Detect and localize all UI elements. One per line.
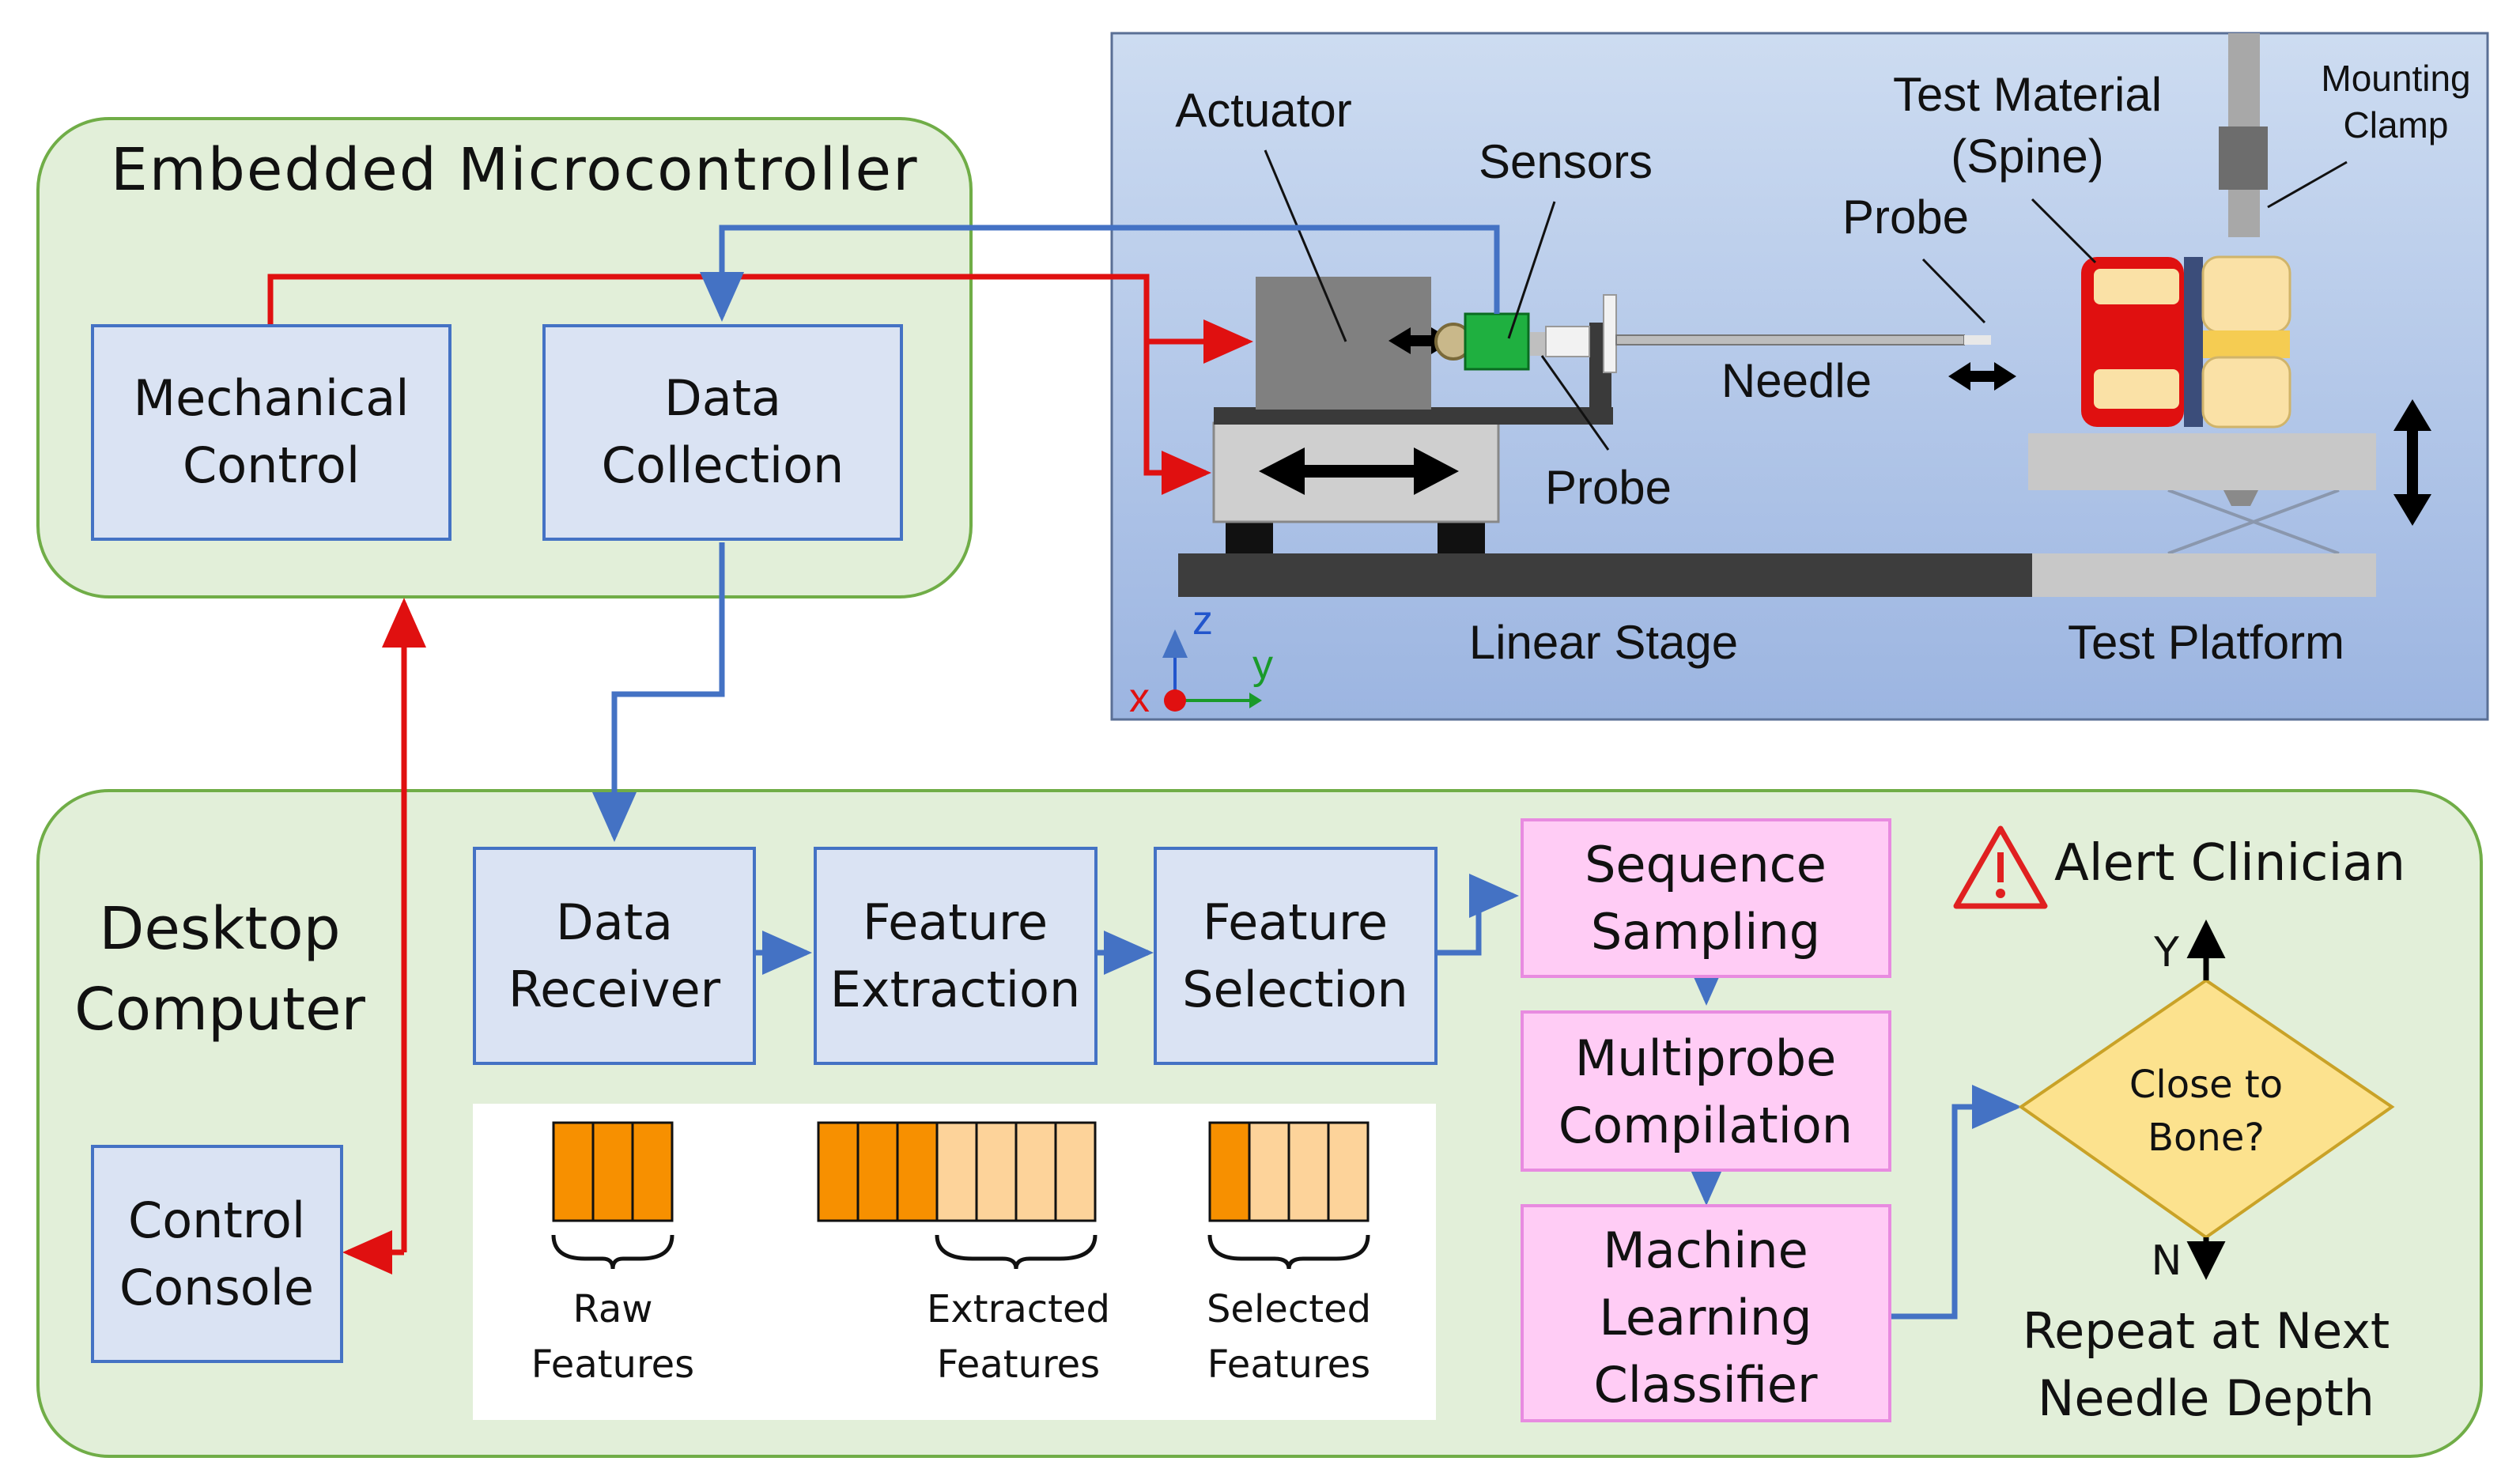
horizontal-motion-arrow: [1259, 447, 1459, 495]
feature-selection-line2: Selection: [1182, 961, 1408, 1018]
label-test-platform: Test Platform: [2068, 616, 2344, 669]
mounting-clamp-rod: [2228, 33, 2260, 128]
extracted-brace: [935, 1234, 1098, 1270]
mounting-clamp-block: [2219, 126, 2268, 190]
sensor-block: [1464, 312, 1530, 371]
desktop-title-line1: Desktop: [99, 895, 340, 963]
selected-label-1: Selected: [1207, 1287, 1371, 1331]
label-mounting-clamp-2: Clamp: [2344, 104, 2449, 145]
leader-lines: [1264, 149, 2348, 451]
repeat-line2: Needle Depth: [2038, 1369, 2375, 1427]
yes-label: Y: [2153, 929, 2179, 976]
feature-extraction-line2: Extraction: [830, 961, 1081, 1018]
label-mounting-clamp-1: Mounting: [2321, 58, 2470, 99]
label-sensors: Sensors: [1479, 135, 1653, 188]
axis-label-y: y: [1252, 642, 1273, 688]
feature-selection-line1: Feature: [1203, 893, 1388, 951]
multiprobe-compilation-box: Multiprobe Compilation: [1521, 1010, 1891, 1172]
extracted-label-1: Extracted: [927, 1287, 1110, 1331]
label-probe-bottom: Probe: [1545, 461, 1672, 514]
multiprobe-compilation-line2: Compilation: [1558, 1097, 1853, 1154]
test-platform: [2028, 433, 2376, 597]
repeat-line1: Repeat at Next: [2023, 1302, 2390, 1360]
control-console-box: Control Console: [91, 1145, 343, 1363]
linear-stage-base: [1178, 553, 2032, 597]
label-probe-top: Probe: [1842, 191, 1969, 244]
warning-icon: [1953, 825, 2048, 909]
selected-label-2: Features: [1207, 1342, 1370, 1387]
decision-line2: Bone?: [2148, 1116, 2265, 1160]
feature-extraction-line1: Feature: [863, 893, 1048, 951]
sequence-sampling-line1: Sequence: [1585, 836, 1827, 893]
data-collection-box: Data Collection: [542, 324, 903, 541]
selected-brace: [1207, 1234, 1370, 1270]
feature-selection-box: Feature Selection: [1154, 847, 1438, 1065]
selected-feature-cells: [1208, 1121, 1370, 1222]
raw-brace: [551, 1234, 674, 1270]
features-legend: Raw Features Extracted Features Selected…: [473, 1104, 1436, 1420]
desktop-title-line2: Computer: [74, 976, 365, 1044]
mechanical-control-box: Mechanical Control: [91, 324, 451, 541]
extracted-feature-cells: [817, 1121, 1097, 1222]
data-receiver-box: Data Receiver: [473, 847, 756, 1065]
red-wires: [267, 274, 1253, 1274]
needle-motion-arrow: [1948, 362, 2016, 391]
mechanical-control-line2: Control: [183, 436, 360, 494]
ml-classifier-line1: Machine: [1603, 1222, 1808, 1279]
decision-line1: Close to: [2129, 1063, 2283, 1107]
multiprobe-compilation-line1: Multiprobe: [1575, 1029, 1836, 1087]
ml-classifier-box: Machine Learning Classifier: [1521, 1204, 1891, 1422]
sequence-sampling-box: Sequence Sampling: [1521, 818, 1891, 978]
label-linear-stage: Linear Stage: [1469, 616, 1738, 669]
spine-test-material: [2081, 255, 2291, 429]
label-needle: Needle: [1721, 354, 1872, 407]
label-test-material-1: Test Material: [1893, 68, 2162, 121]
mechanical-control-line1: Mechanical: [134, 369, 410, 427]
axis-label-z: z: [1192, 598, 1213, 644]
apparatus-panel: Actuator Sensors Test Material (Spine) M…: [1110, 32, 2489, 721]
no-label: N: [2152, 1237, 2182, 1285]
axis-label-x: x: [1129, 675, 1150, 721]
alert-clinician-label: Alert Clinician: [2054, 834, 2405, 893]
raw-label-2: Features: [531, 1342, 694, 1387]
label-actuator: Actuator: [1175, 84, 1351, 137]
needle: [1615, 334, 1965, 346]
microcontroller-title: Embedded Microcontroller: [111, 136, 919, 204]
data-collection-line2: Collection: [602, 436, 844, 494]
axes-triad: z y x: [1129, 598, 1273, 721]
control-console-line1: Control: [128, 1191, 305, 1249]
label-test-material-2: (Spine): [1951, 130, 2103, 183]
data-receiver-line1: Data: [556, 893, 673, 951]
control-console-line2: Console: [119, 1259, 314, 1316]
data-receiver-line2: Receiver: [508, 961, 721, 1018]
blue-wires: [592, 225, 2022, 1320]
ml-classifier-line2: Learning: [1599, 1289, 1812, 1346]
data-collection-line1: Data: [664, 369, 781, 427]
raw-label-1: Raw: [573, 1287, 653, 1331]
ml-classifier-line3: Classifier: [1593, 1356, 1818, 1414]
feature-extraction-box: Feature Extraction: [814, 847, 1098, 1065]
sequence-sampling-line2: Sampling: [1591, 903, 1820, 961]
raw-feature-cells: [552, 1121, 674, 1222]
extracted-label-2: Features: [937, 1342, 1100, 1387]
vertical-motion-arrow: [2393, 399, 2431, 526]
